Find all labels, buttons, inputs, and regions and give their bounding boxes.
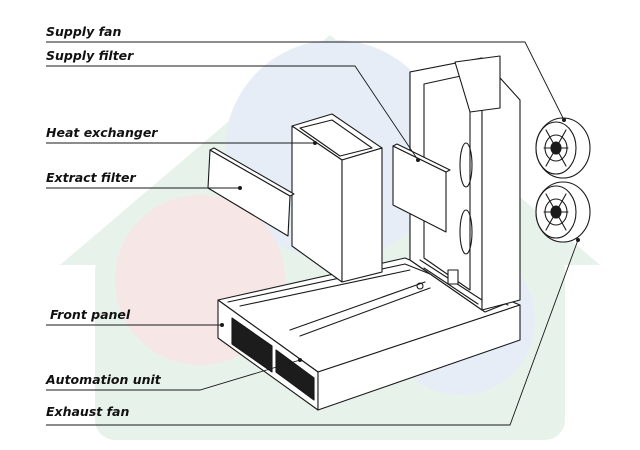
leader-dot-exhaust-fan bbox=[576, 238, 580, 242]
leader-dot-supply-filter bbox=[416, 158, 420, 162]
leader-exhaust-fan bbox=[46, 239, 579, 426]
leader-dot-extract-filter bbox=[238, 186, 242, 190]
extract-filter-panel bbox=[207, 147, 295, 237]
leader-supply-filter bbox=[46, 65, 419, 161]
exhaust-fan-wheel bbox=[535, 181, 591, 243]
leader-supply-fan bbox=[46, 41, 565, 121]
label-supply-filter: Supply filter bbox=[46, 48, 134, 63]
supply-fan-wheel bbox=[535, 117, 591, 179]
label-extract-filter: Extract filter bbox=[46, 170, 136, 185]
heat-exchanger-block bbox=[291, 113, 383, 283]
front-grille-lower bbox=[275, 349, 315, 401]
label-supply-fan: Supply fan bbox=[46, 24, 122, 39]
leader-dot-front-panel bbox=[220, 323, 224, 327]
label-heat-exchanger: Heat exchanger bbox=[46, 125, 158, 140]
leader-dot-heat-exchanger bbox=[313, 141, 317, 145]
supply-filter-panel bbox=[392, 143, 451, 233]
leader-dot-automation-unit bbox=[298, 358, 302, 362]
label-front-panel: Front panel bbox=[50, 307, 131, 322]
label-automation-unit: Automation unit bbox=[46, 372, 161, 387]
leader-dot-supply-fan bbox=[562, 118, 566, 122]
label-exhaust-fan: Exhaust fan bbox=[46, 404, 130, 419]
leader-automation-unit bbox=[46, 359, 301, 391]
front-grille-upper bbox=[231, 317, 273, 373]
